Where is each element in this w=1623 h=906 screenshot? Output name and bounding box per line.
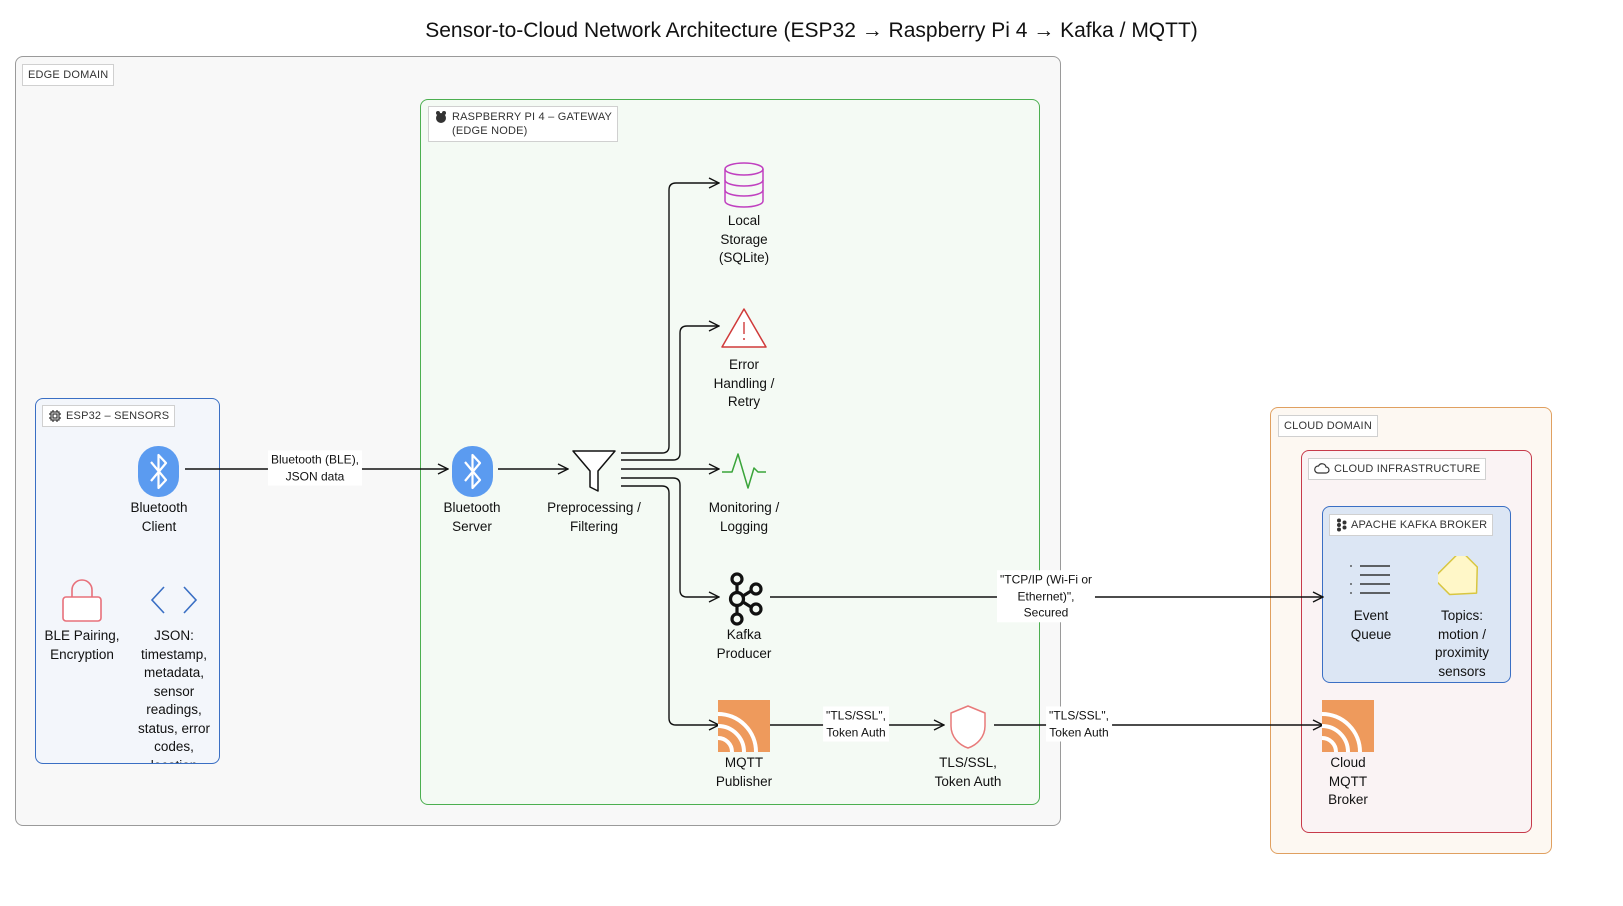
tls-link-1-label: "TLS/SSL",Token Auth [823, 706, 889, 742]
preprocessing-label: Preprocessing /Filtering [547, 500, 641, 534]
event-queue-icon [1350, 565, 1390, 594]
chip-icon [49, 410, 61, 422]
mqtt-publisher-icon [718, 700, 770, 752]
monitoring-label: Monitoring /Logging [708, 500, 780, 534]
esp32-group [35, 398, 220, 764]
ble-link-label: Bluetooth (BLE),JSON data [267, 450, 363, 486]
cloud-mqtt-icon [1322, 700, 1374, 752]
kafka-broker-label: APACHE KAFKA BROKER [1329, 514, 1494, 536]
cloud-icon [1314, 463, 1330, 474]
edge-to-local-storage [621, 183, 719, 454]
kafka-small-icon [1337, 518, 1347, 532]
diagram-title: Sensor-to-Cloud Network Architecture (ES… [425, 19, 1198, 42]
cloud-domain-label: CLOUD DOMAIN [1278, 415, 1378, 437]
edge-domain-label: EDGE DOMAIN [22, 64, 115, 86]
shield-icon [950, 705, 986, 749]
pulse-monitor-icon [722, 453, 766, 489]
warning-icon [721, 308, 767, 348]
kafka-icon [728, 572, 763, 626]
cloud-infrastructure-label: CLOUD INFRASTRUCTURE [1308, 458, 1487, 480]
database-icon [724, 162, 764, 208]
raspberry-icon [436, 111, 446, 123]
gateway-label: RASPBERRY PI 4 – GATEWAY (EDGE NODE) [428, 106, 619, 142]
json-payload-label: JSON:timestamp, metadata,sensor readings… [137, 628, 211, 763]
edge-to-kafka-producer [621, 477, 719, 597]
bluetooth-server-icon [452, 446, 493, 497]
edge-to-error-handling [621, 326, 719, 461]
lock-icon [62, 579, 102, 622]
tag-icon [1438, 556, 1479, 596]
code-brackets-icon [150, 586, 198, 614]
ble-pairing-label: BLE Pairing,Encryption [44, 628, 120, 662]
edge-to-mqtt-publisher [621, 485, 719, 725]
tls-link-2-label: "TLS/SSL",Token Auth [1046, 706, 1112, 742]
esp32-label: ESP32 – SENSORS [42, 405, 176, 427]
filter-funnel-icon [572, 450, 616, 492]
tls-auth-label: TLS/SSL,Token Auth [934, 755, 1002, 789]
bluetooth-client-icon [138, 446, 179, 497]
gateway-group [420, 99, 1040, 805]
